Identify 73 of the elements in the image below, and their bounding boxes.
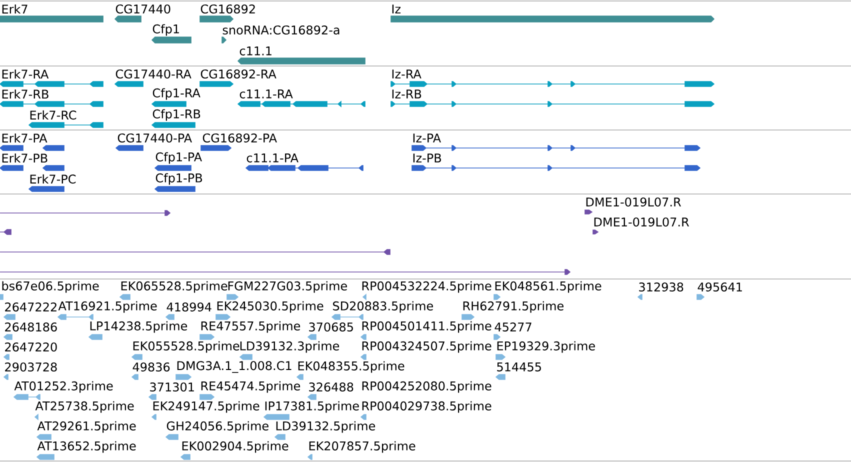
feature-label: SD20883.5prime bbox=[333, 301, 433, 313]
feature-label: Iz-RB bbox=[392, 90, 422, 98]
feature-label: Iz-PA bbox=[413, 134, 441, 142]
feature-label: 45277 bbox=[494, 322, 532, 332]
feature-label: LD39132.5prime bbox=[276, 421, 376, 433]
feature-label: 49836 bbox=[132, 362, 170, 372]
feature-label: Cfp1 bbox=[152, 24, 179, 36]
feature-label: snoRNA:CG16892-a bbox=[222, 25, 340, 35]
feature-label: RP004324507.5prime bbox=[362, 341, 492, 353]
feature-label: EK065528.5prime bbox=[121, 281, 228, 293]
feature-label: CG17440-PA bbox=[118, 133, 192, 143]
feature-label: AT13652.5prime bbox=[37, 441, 136, 453]
feature-label: Erk7-PC bbox=[30, 174, 76, 184]
feature-label: 2647222 bbox=[5, 302, 56, 312]
feature-label: RE45474.5prime bbox=[201, 381, 300, 393]
feature-label: CG17440 bbox=[116, 4, 170, 14]
feature-label: Erk7-PA bbox=[2, 133, 48, 143]
feature-label: DME1-019L07.R bbox=[586, 197, 681, 207]
feature-label: RP004532224.5prime bbox=[362, 281, 492, 293]
feature-label: RP004029738.5prime bbox=[362, 401, 492, 413]
feature-label: LP14238.5prime bbox=[90, 321, 188, 333]
feature-label: 2903728 bbox=[5, 362, 57, 372]
feature-label: Cfp1-PA bbox=[156, 152, 202, 164]
feature-label: EP19329.3prime bbox=[497, 341, 595, 353]
feature-label: 2647220 bbox=[5, 342, 57, 352]
feature-label: EK002904.5prime bbox=[182, 441, 288, 453]
feature-label: c11.1-RA bbox=[240, 90, 293, 98]
feature-label: CG17440-RA bbox=[116, 69, 192, 79]
feature-label: IP17381.5prime bbox=[265, 401, 359, 413]
feature-label: bs67e06.5prime bbox=[2, 281, 99, 293]
feature-label: CG16892-RA bbox=[200, 69, 276, 79]
feature-label: EK048355.5prime bbox=[298, 361, 404, 373]
feature-label: 371301 bbox=[150, 382, 194, 392]
feature-label: Erk7-RC bbox=[30, 110, 76, 120]
feature-label: 312938 bbox=[639, 282, 684, 292]
feature-label: AT16921.5prime bbox=[58, 301, 157, 313]
feature-label: RP004252080.5prime bbox=[362, 381, 492, 393]
feature-label: 418994 bbox=[166, 302, 212, 312]
feature-label: AT29261.5prime bbox=[37, 421, 136, 433]
feature-label: c11.1 bbox=[240, 46, 272, 56]
feature-label: AT01252.3prime bbox=[14, 381, 113, 393]
feature-label: RE47557.5prime bbox=[201, 321, 300, 333]
feature-label: RH62791.5prime bbox=[463, 301, 564, 313]
feature-label: Iz-PB bbox=[413, 154, 441, 162]
feature-label: AT25738.5prime bbox=[35, 401, 134, 413]
feature-label: Iz-RA bbox=[392, 70, 422, 78]
feature-label: Iz bbox=[392, 4, 401, 14]
feature-label: EK048561.5prime bbox=[495, 281, 602, 293]
feature-label: 495641 bbox=[698, 282, 742, 292]
feature-label: CG16892 bbox=[200, 4, 255, 14]
feature-label: Erk7-RA bbox=[2, 69, 49, 79]
feature-label: 2648186 bbox=[5, 322, 57, 332]
feature-label: DME1-019L07.R bbox=[594, 217, 689, 227]
feature-label: Erk7-PB bbox=[2, 153, 48, 163]
feature-label: 370685 bbox=[309, 322, 353, 332]
feature-label: FGM227G03.5prime bbox=[228, 281, 347, 293]
feature-label: EK245030.5prime bbox=[217, 301, 324, 313]
feature-label: Cfp1-RA bbox=[152, 88, 200, 100]
feature-label: Cfp1-PB bbox=[156, 173, 202, 185]
feature-label: EK055528.5prime bbox=[133, 341, 240, 353]
feature-label: LD39132.3prime bbox=[240, 341, 340, 353]
feature-label: c11.1-PA bbox=[246, 154, 298, 162]
feature-label: CG16892-PA bbox=[202, 133, 277, 143]
feature-label: RP004501411.5prime bbox=[362, 321, 492, 333]
feature-label: EK249147.5prime bbox=[153, 401, 260, 413]
feature-label: GH24056.5prime bbox=[166, 421, 268, 433]
feature-label: 514455 bbox=[497, 362, 541, 372]
feature-label: DMG3A.1_1.008.C1 bbox=[177, 361, 292, 373]
feature-label: EK207857.5prime bbox=[309, 441, 416, 453]
feature-label: Erk7-RB bbox=[2, 89, 48, 99]
feature-label: Cfp1-RB bbox=[152, 109, 200, 121]
feature-label: Erk7 bbox=[2, 4, 28, 14]
feature-label: 326488 bbox=[309, 382, 354, 392]
